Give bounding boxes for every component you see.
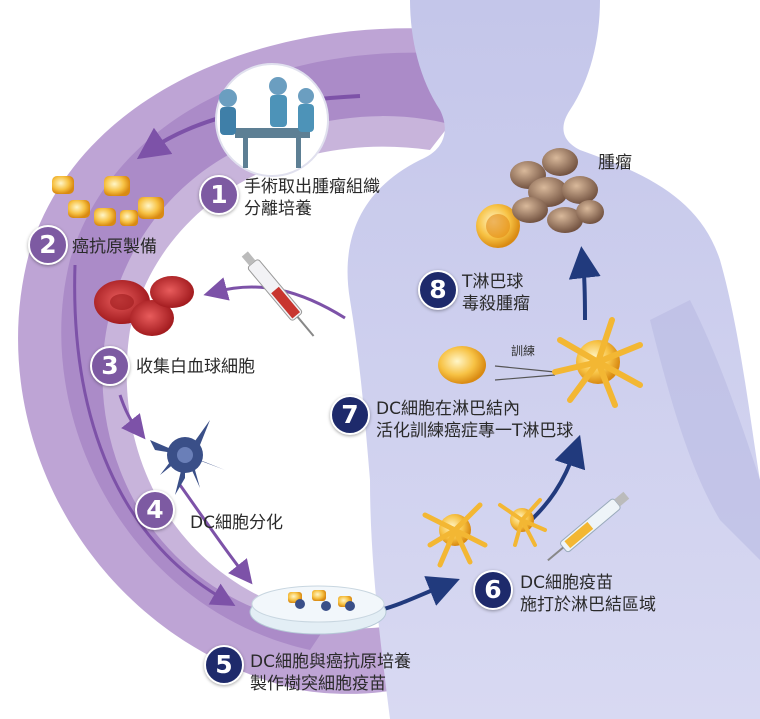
step-2-line-1: 癌抗原製備 (72, 237, 157, 257)
step-3-line-1: 收集白血球細胞 (136, 357, 255, 377)
step-badge-4: 4 (135, 490, 175, 530)
step-7-label: DC細胞在淋巴結內 活化訓練癌症專一T淋巴球 (376, 398, 573, 442)
step-7-line-1: DC細胞在淋巴結內 (376, 399, 520, 419)
step-8-line-2: 毒殺腫瘤 (462, 294, 530, 314)
step-4-label: DC細胞分化 (190, 512, 283, 534)
step-5-label: DC細胞與癌抗原培養 製作樹突細胞疫苗 (250, 651, 411, 695)
step-badge-3: 3 (90, 346, 130, 386)
step-1-line-2: 分離培養 (244, 199, 312, 219)
step-4-line-1: DC細胞分化 (190, 513, 283, 533)
step-6-line-1: DC細胞疫苗 (520, 573, 613, 593)
step-badge-5: 5 (204, 645, 244, 685)
step-5-line-2: 製作樹突細胞疫苗 (250, 674, 386, 694)
step-7-line-2: 活化訓練癌症專一T淋巴球 (376, 421, 574, 441)
step-6-label: DC細胞疫苗 施打於淋巴結區域 (520, 572, 656, 616)
step-badge-7: 7 (330, 395, 370, 435)
step-badge-1: 1 (199, 175, 239, 215)
train-label: 訓練 (511, 344, 536, 358)
step-badge-6: 6 (473, 570, 513, 610)
step-2-label: 癌抗原製備 (72, 236, 157, 258)
step-6-line-2: 施打於淋巴結區域 (520, 595, 656, 615)
step-3-label: 收集白血球細胞 (136, 356, 255, 378)
step-1-line-1: 手術取出腫瘤組織 (244, 177, 380, 197)
step-badge-8: 8 (418, 270, 458, 310)
step-8-label: T淋巴球 毒殺腫瘤 (462, 271, 530, 315)
step-1-label: 手術取出腫瘤組織 分離培養 (244, 176, 380, 220)
step-5-line-1: DC細胞與癌抗原培養 (250, 652, 411, 672)
tumor-label: 腫瘤 (598, 153, 632, 173)
step-badge-2: 2 (28, 225, 68, 265)
step-8-line-1: T淋巴球 (462, 272, 524, 292)
